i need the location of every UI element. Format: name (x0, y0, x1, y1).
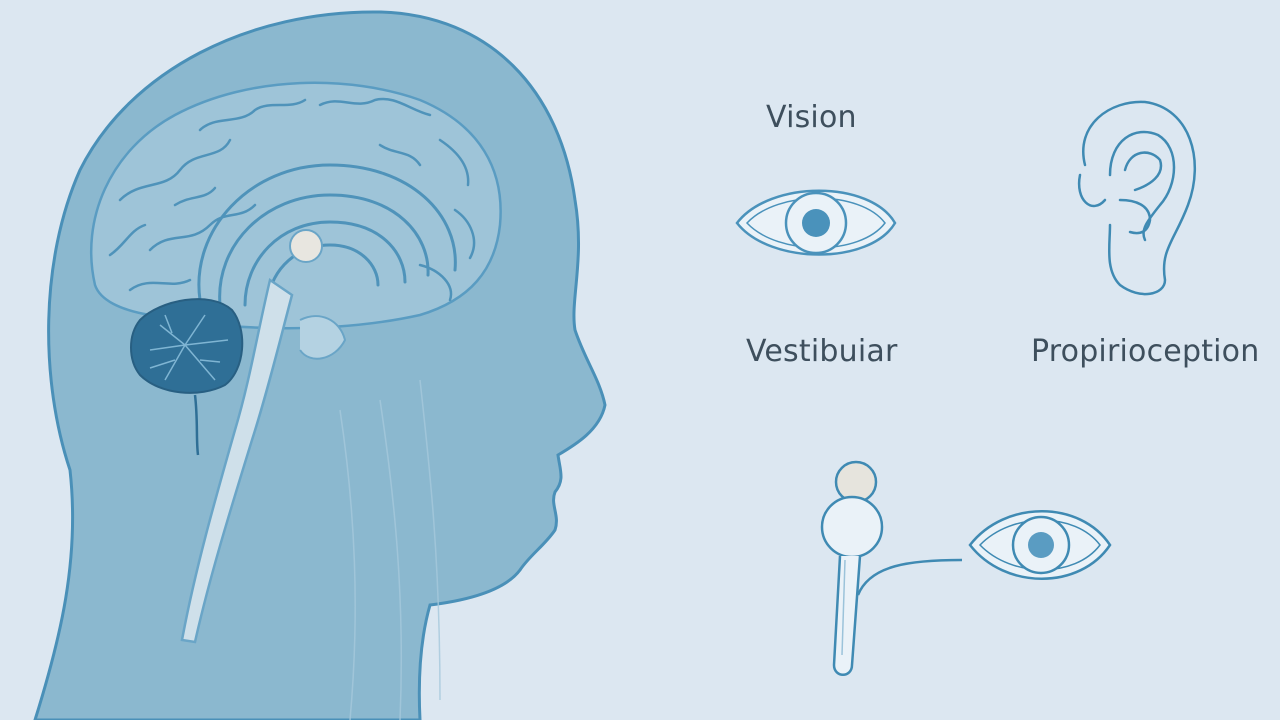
vision-label: Vision (766, 100, 857, 135)
thalamus-icon (289, 229, 323, 263)
cerebellum-icon (130, 298, 244, 456)
vestibular-label: Vestibuiar (746, 334, 898, 369)
neck-lines (339, 379, 441, 720)
ear-icon (1077, 100, 1196, 296)
brainstem-icon (180, 277, 347, 644)
inner-ear-icon (820, 460, 963, 676)
eye-icon (735, 189, 897, 256)
eye-icon-secondary (968, 510, 1112, 580)
proprioception-label: Propirioception (1031, 334, 1260, 369)
